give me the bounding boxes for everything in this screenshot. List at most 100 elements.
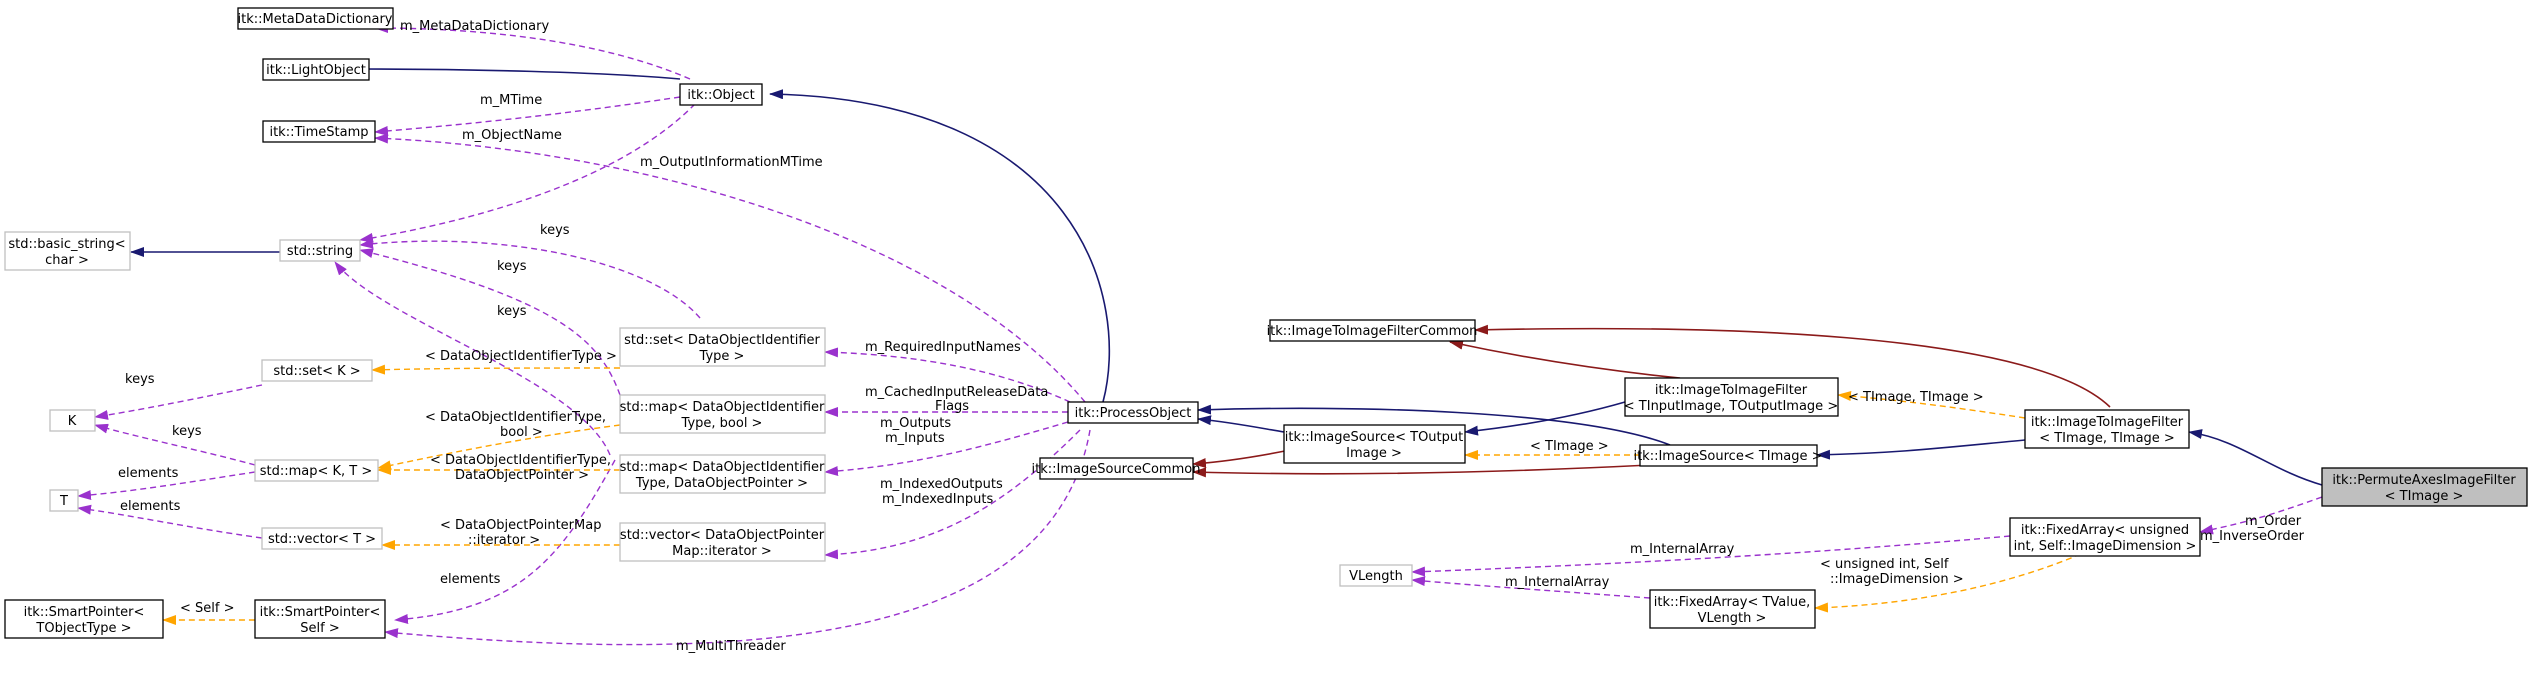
edge-processobject-to-mapdoip [824, 421, 1069, 477]
edge-permute-to-i2iti [2188, 429, 2323, 486]
svg-text:TObjectType >: TObjectType > [35, 621, 131, 636]
svg-text:itk::SmartPointer<: itk::SmartPointer< [24, 605, 145, 620]
node-itk-smartpointer-self[interactable]: itk::SmartPointer< Self > [254, 599, 386, 639]
svg-text:itk::MetaDataDictionary: itk::MetaDataDictionary [238, 12, 393, 27]
svg-text:itk::PermuteAxesImageFilter: itk::PermuteAxesImageFilter [2332, 473, 2516, 488]
node-std-string[interactable]: std::string [279, 239, 361, 262]
svg-text:itk::ImageSource< TImage >: itk::ImageSource< TImage > [1633, 449, 1822, 464]
label-m-internalarray-b: m_InternalArray [1505, 575, 1610, 590]
svg-text:K: K [68, 414, 77, 429]
label-keys-mapdoib: keys [497, 259, 527, 274]
label-tpl-fixedui-1: < unsigned int, Self [1820, 557, 1949, 572]
svg-text:Type, DataObjectPointer >: Type, DataObjectPointer > [635, 476, 808, 491]
edge-i2itio-to-imagesourceout [1464, 401, 1626, 436]
node-itk-timestamp[interactable]: itk::TimeStamp [262, 120, 376, 143]
node-itk-fixedarray-unsigned[interactable]: itk::FixedArray< unsigned int, Self::Ima… [2009, 517, 2201, 557]
svg-text:itk::Object: itk::Object [687, 88, 754, 103]
edge-permute-to-fixedui [2199, 496, 2323, 535]
node-itk-permuteaxesimagefilter[interactable]: itk::PermuteAxesImageFilter < TImage > [2321, 467, 2528, 507]
edge-processobject-to-sptrself [384, 429, 1091, 646]
edge-i2itio-template [1837, 391, 2026, 419]
svg-text:Type, bool >: Type, bool > [681, 416, 763, 431]
node-std-map-k-t[interactable]: std::map< K, T > [254, 459, 379, 482]
svg-text:std::basic_string<: std::basic_string< [8, 237, 125, 252]
svg-text:itk::ImageToImageFilter: itk::ImageToImageFilter [1655, 383, 1808, 398]
node-std-map-doi-bool[interactable]: std::map< DataObjectIdentifier Type, boo… [619, 394, 826, 434]
edge-processobject-to-object [769, 89, 1111, 403]
node-k[interactable]: K [49, 409, 96, 432]
edge-i2itio-to-i2icommon [1449, 339, 1681, 379]
label-m-requiredinputnames: m_RequiredInputNames [865, 340, 1021, 355]
svg-text:std::set< DataObjectIdentifier: std::set< DataObjectIdentifier [624, 333, 820, 348]
svg-text:itk::ImageToImageFilter: itk::ImageToImageFilter [2031, 415, 2184, 430]
svg-text:std::map< DataObjectIdentifier: std::map< DataObjectIdentifier [620, 400, 825, 415]
svg-text:int, Self::ImageDimension >: int, Self::ImageDimension > [2014, 539, 2197, 554]
svg-text:std::map< DataObjectIdentifier: std::map< DataObjectIdentifier [620, 460, 825, 475]
label-tpl-mapdoib-2: bool > [500, 425, 543, 440]
svg-text:itk::ProcessObject: itk::ProcessObject [1075, 406, 1192, 421]
edge-i2iti-to-imagesourceti [1816, 439, 2026, 460]
svg-text:VLength >: VLength > [1698, 611, 1767, 626]
node-std-vector-t[interactable]: std::vector< T > [261, 527, 383, 550]
node-vlength[interactable]: VLength [1339, 564, 1413, 587]
edge-mapdoip-to-sptrself [394, 459, 616, 624]
svg-text:Self >: Self > [300, 621, 339, 636]
label-keys-setdoi: keys [540, 223, 570, 238]
svg-text:itk::TimeStamp: itk::TimeStamp [269, 125, 368, 140]
edge-mapkt-template-bool [377, 424, 621, 471]
edge-imagesourceout-to-processobject [1197, 415, 1285, 433]
label-tpl-mapdoip-1: < DataObjectIdentifierType, [430, 453, 611, 468]
svg-text:Image >: Image > [1346, 446, 1402, 461]
svg-text:std::vector< T >: std::vector< T > [268, 532, 376, 547]
label-m-inverseorder: m_InverseOrder [2200, 529, 2305, 544]
svg-text:std::string: std::string [287, 244, 353, 259]
label-keys-mapdoip: keys [497, 304, 527, 319]
svg-text:VLength: VLength [1349, 569, 1403, 584]
node-itk-metadatadictionary[interactable]: itk::MetaDataDictionary [237, 7, 394, 30]
svg-text:itk::ImageSource< TOutput: itk::ImageSource< TOutput [1285, 430, 1463, 445]
svg-text:itk::ImageToImageFilterCommon: itk::ImageToImageFilterCommon [1267, 324, 1478, 339]
node-itk-processobject[interactable]: itk::ProcessObject [1067, 401, 1199, 424]
edge-mapdoip-to-stdstring [334, 261, 611, 456]
node-itk-fixedarray-tvalue[interactable]: itk::FixedArray< TValue, VLength > [1649, 589, 1816, 629]
node-itk-imagesourcecommon[interactable]: itk::ImageSourceCommon [1032, 457, 1201, 480]
node-itk-object[interactable]: itk::Object [679, 83, 763, 106]
label-elements-vectort: elements [120, 499, 181, 514]
label-elements-sptrself: elements [440, 572, 501, 587]
label-tpl-vecdopm-1: < DataObjectPointerMap [440, 518, 601, 533]
node-std-set-k[interactable]: std::set< K > [261, 359, 373, 382]
node-itk-imagetoimagefilter-timage[interactable]: itk::ImageToImageFilter < TImage, TImage… [2024, 409, 2190, 449]
label-m-order: m_Order [2245, 514, 2302, 529]
node-itk-smartpointer-tobjecttype[interactable]: itk::SmartPointer< TObjectType > [4, 599, 164, 639]
node-itk-imagetoimagefilter-tin-tout[interactable]: itk::ImageToImageFilter < TInputImage, T… [1624, 377, 1839, 417]
label-tpl-fixedui-2: ::ImageDimension > [1830, 572, 1964, 587]
node-std-vector-dopm[interactable]: std::vector< DataObjectPointer Map::iter… [619, 522, 826, 562]
svg-text:itk::LightObject: itk::LightObject [266, 63, 366, 78]
label-m-cachedinput-1: m_CachedInputReleaseData [865, 385, 1048, 400]
edge-imagesourceti-to-imgsrccommon [1192, 464, 1651, 478]
edge-imagesourceti-to-processobject [1197, 404, 1671, 446]
label-m-mtime: m_MTime [480, 93, 542, 108]
node-std-set-doi[interactable]: std::set< DataObjectIdentifier Type > [619, 327, 826, 367]
node-std-map-doi-pointer[interactable]: std::map< DataObjectIdentifier Type, Dat… [619, 454, 826, 494]
svg-text:Type >: Type > [699, 349, 745, 364]
label-tpl-vecdopm-2: ::iterator > [468, 533, 540, 548]
label-keys-setk: keys [125, 372, 155, 387]
svg-text:itk::FixedArray< unsigned: itk::FixedArray< unsigned [2021, 523, 2189, 538]
node-itk-imagesource-toutputimage[interactable]: itk::ImageSource< TOutput Image > [1283, 424, 1466, 464]
edge-vectort-to-t [77, 504, 263, 539]
node-t[interactable]: T [49, 489, 79, 512]
edge-mapdoib-to-stdstring [359, 248, 621, 396]
node-itk-lightobject[interactable]: itk::LightObject [262, 58, 370, 81]
svg-text:< TInputImage, TOutputImage >: < TInputImage, TOutputImage > [1624, 399, 1838, 414]
node-itk-imagetoimagefiltercommon[interactable]: itk::ImageToImageFilterCommon [1267, 319, 1478, 342]
edge-object-to-timestamp [374, 96, 681, 136]
label-m-indexedinputs: m_IndexedInputs [882, 492, 993, 507]
label-m-cachedinput-2: Flags [935, 399, 969, 414]
label-m-metadatadictionary: m_MetaDataDictionary [400, 19, 549, 34]
svg-text:std::map< K, T >: std::map< K, T > [260, 464, 373, 479]
edge-object-to-stdstring [359, 103, 696, 243]
node-itk-imagesource-timage[interactable]: itk::ImageSource< TImage > [1633, 444, 1823, 467]
node-std-basic-string[interactable]: std::basic_string< char > [4, 231, 131, 271]
